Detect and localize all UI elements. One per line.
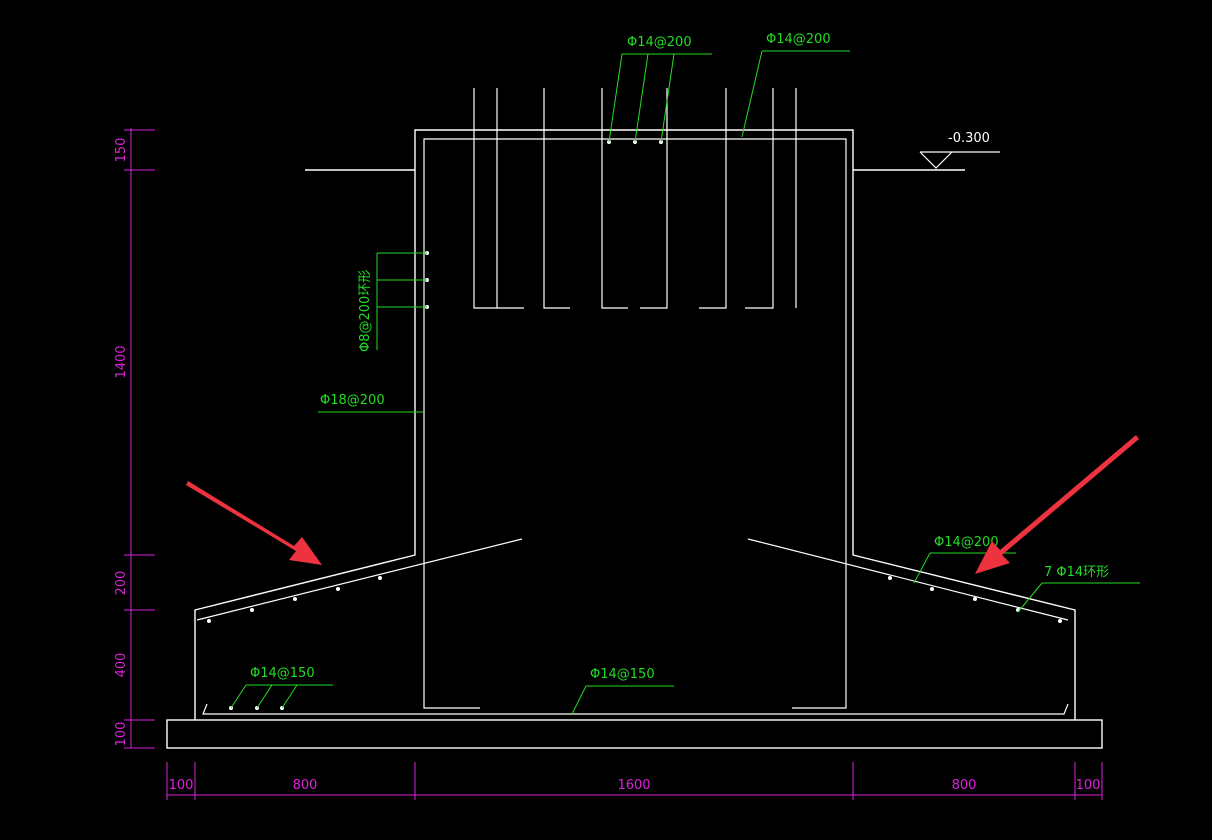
rebar-labels: Φ14@200 Φ14@200 Φ8@200环形 Φ18@200 Φ14@200… xyxy=(250,32,1109,682)
dim-h-800-left: 800 xyxy=(293,778,318,793)
concrete-outline xyxy=(166,129,1103,749)
dim-v-400: 400 xyxy=(114,653,129,678)
dim-h-100-left: 100 xyxy=(169,778,194,793)
dim-h-800-right: 800 xyxy=(952,778,977,793)
dim-v-200: 200 xyxy=(114,571,129,596)
elevation-value: -0.300 xyxy=(948,131,990,146)
label-base-left: Φ14@150 xyxy=(250,666,315,681)
label-stirrup-ring: Φ8@200环形 xyxy=(358,270,373,352)
slope-bar-left xyxy=(196,538,523,621)
pedestal-rebar-ring xyxy=(423,138,847,709)
label-slope-ring: 7 Φ14环形 xyxy=(1044,565,1109,580)
label-slope-right: Φ14@200 xyxy=(934,535,999,550)
label-column-vertical: Φ18@200 xyxy=(320,393,385,408)
dimension-lines xyxy=(124,128,1103,800)
label-column-top-right: Φ14@200 xyxy=(766,32,831,47)
bottom-bar xyxy=(202,703,1069,715)
dim-h-1600: 1600 xyxy=(617,778,650,793)
red-arrow-left-icon xyxy=(186,481,322,565)
elevation-triangle-icon xyxy=(919,151,953,169)
footing-outline xyxy=(194,129,1076,720)
rebar-group xyxy=(196,88,1069,715)
blinding-layer xyxy=(166,719,1103,749)
dim-h-100-right: 100 xyxy=(1076,778,1101,793)
label-column-top-left: Φ14@200 xyxy=(627,35,692,50)
elevation-mark: -0.300 xyxy=(919,131,1000,169)
label-base-center: Φ14@150 xyxy=(590,667,655,682)
dim-v-150: 150 xyxy=(114,138,129,163)
annotation-arrows xyxy=(186,435,1139,574)
slope-bar-right xyxy=(747,538,1069,621)
rebar-dots xyxy=(207,140,1062,710)
red-arrow-right-icon xyxy=(975,435,1139,574)
column-starter-bars xyxy=(473,88,797,309)
dim-v-1400: 1400 xyxy=(114,345,129,378)
dim-v-100: 100 xyxy=(114,722,129,747)
dimension-labels: 150 1400 200 400 100 100 800 1600 800 10… xyxy=(114,138,1100,793)
leader-lines xyxy=(230,50,1140,715)
